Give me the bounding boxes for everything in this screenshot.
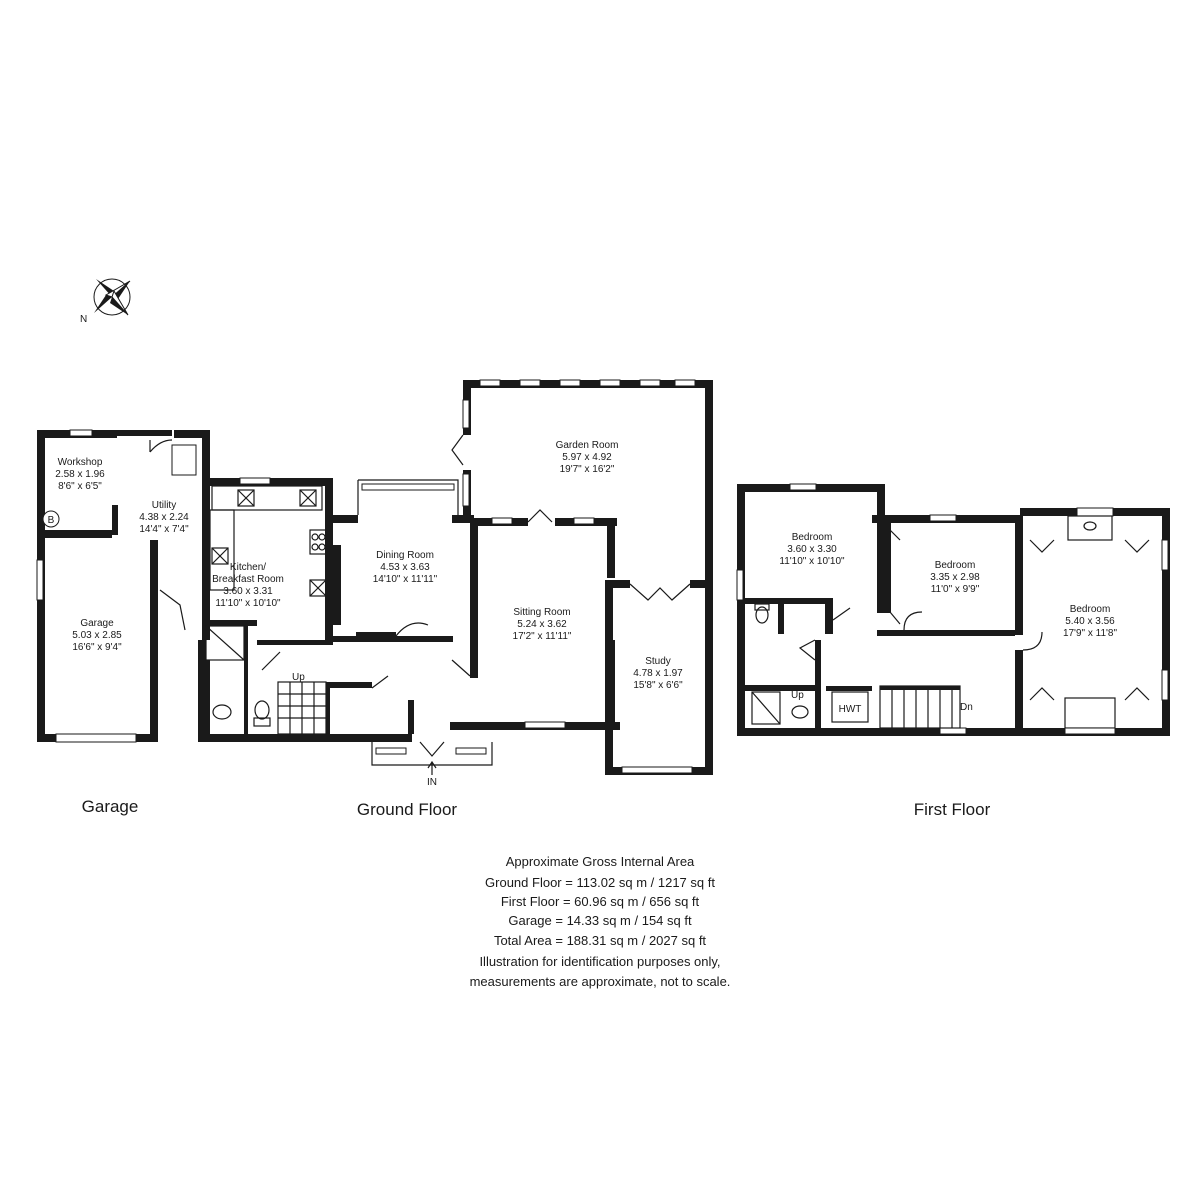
utility-name: Utility [152, 500, 176, 511]
garden-room-imperial: 19'7" x 16'2" [560, 464, 615, 475]
compass-north-label: N [80, 314, 87, 325]
disclaimer-line-2: measurements are approximate, not to sca… [470, 974, 731, 989]
first-up-label: Up [791, 690, 804, 701]
area-garage: Garage = 14.33 sq m / 154 sq ft [508, 913, 692, 928]
utility-metric: 4.38 x 2.24 [139, 512, 189, 523]
ground-floor-title: Ground Floor [357, 800, 457, 819]
workshop-metric: 2.58 x 1.96 [55, 469, 105, 480]
garage-block: B Workshop 2.58 x 1.96 8'6" x 6'5" Garag… [36, 429, 158, 743]
garage-floor-title: Garage [82, 797, 139, 816]
hwt-label: HWT [839, 704, 862, 715]
first-floor-title: First Floor [914, 800, 991, 819]
bedroom-2-metric: 3.35 x 2.98 [930, 572, 980, 583]
area-ground: Ground Floor = 113.02 sq m / 1217 sq ft [485, 875, 715, 890]
area-total: Total Area = 188.31 sq m / 2027 sq ft [494, 933, 706, 948]
bedroom-1-imperial: 11'10" x 10'10" [779, 556, 845, 567]
study-metric: 4.78 x 1.97 [633, 668, 683, 679]
garage-name: Garage [80, 618, 114, 629]
kitchen-name-2: Breakfast Room [212, 574, 284, 585]
bedroom-2-name: Bedroom [935, 560, 976, 571]
garden-room-metric: 5.97 x 4.92 [562, 452, 612, 463]
first-down-label: Dn [960, 702, 973, 713]
study-name: Study [645, 656, 671, 667]
bedroom-3-name: Bedroom [1070, 604, 1111, 615]
kitchen-name: Kitchen/ [230, 562, 266, 573]
bedroom-2-imperial: 11'0" x 9'9" [931, 584, 980, 595]
area-heading: Approximate Gross Internal Area [506, 854, 695, 869]
workshop-name: Workshop [58, 457, 103, 468]
garden-room-name: Garden Room [556, 440, 619, 451]
kitchen-imperial: 11'10" x 10'10" [215, 598, 281, 609]
dining-metric: 4.53 x 3.63 [380, 562, 430, 573]
study-imperial: 15'8" x 6'6" [633, 680, 683, 691]
garage-metric: 5.03 x 2.85 [72, 630, 122, 641]
kitchen-metric: 3.60 x 3.31 [223, 586, 273, 597]
sitting-room-metric: 5.24 x 3.62 [517, 619, 567, 630]
workshop-imperial: 8'6" x 6'5" [58, 481, 102, 492]
bedroom-3-metric: 5.40 x 3.56 [1065, 616, 1115, 627]
bedroom-1-metric: 3.60 x 3.30 [787, 544, 837, 555]
ground-up-label: Up [292, 672, 305, 683]
entrance-label: IN [427, 777, 437, 788]
garage-imperial: 16'6" x 9'4" [72, 642, 122, 653]
bedroom-1-name: Bedroom [792, 532, 833, 543]
boiler-label: B [48, 515, 55, 526]
dining-imperial: 14'10" x 11'11" [373, 574, 438, 585]
area-first: First Floor = 60.96 sq m / 656 sq ft [501, 894, 700, 909]
disclaimer-line-1: Illustration for identification purposes… [479, 954, 720, 969]
sitting-room-name: Sitting Room [513, 607, 570, 618]
compass-rose-icon: N [80, 278, 131, 325]
first-floor-plan: Bedroom 3.60 x 3.30 11'10" x 10'10" Bedr… [736, 483, 1170, 736]
utility-imperial: 14'4" x 7'4" [139, 524, 189, 535]
area-summary: Approximate Gross Internal Area Ground F… [470, 854, 731, 989]
ground-floor-plan: Utility 4.38 x 2.24 14'4" x 7'4" Kitchen… [112, 379, 713, 788]
sitting-room-imperial: 17'2" x 11'11" [513, 631, 572, 642]
bedroom-3-imperial: 17'9" x 11'8" [1063, 628, 1118, 639]
dining-name: Dining Room [376, 550, 434, 561]
